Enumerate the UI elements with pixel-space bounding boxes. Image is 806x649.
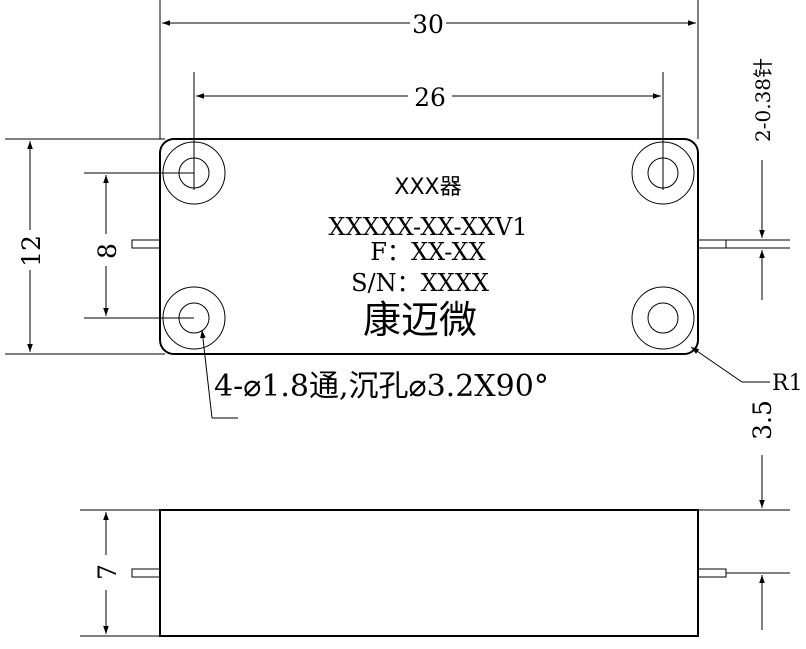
- pin-right: [697, 239, 727, 249]
- top-view: XXX器 XXXXX-XX-XXV1 F：XX-XX S/N：XXXX 康迈微 …: [5, 0, 803, 419]
- svg-text:3.5: 3.5: [748, 400, 777, 440]
- dim-overall-height: 12: [5, 138, 165, 355]
- side-view: 7 3.5: [80, 400, 790, 637]
- dim-body-thickness: 7: [80, 509, 165, 637]
- label-frequency: F：XX-XX: [370, 238, 485, 266]
- pin-left: [131, 239, 161, 249]
- module-side-outline: [159, 509, 699, 637]
- svg-text:2-0.38针: 2-0.38针: [751, 58, 775, 142]
- label-model: XXXXX-XX-XXV1: [328, 213, 527, 241]
- label-brand: 康迈微: [363, 298, 477, 342]
- dim-pin-offset: 3.5: [698, 400, 790, 630]
- side-pin-right: [697, 568, 727, 578]
- svg-text:8: 8: [93, 243, 122, 259]
- corner-radius-callout: R1: [690, 346, 803, 396]
- label-product: XXX器: [394, 175, 461, 200]
- svg-text:7: 7: [93, 564, 122, 580]
- mounting-hole-bottom-right: [631, 286, 695, 350]
- side-pin-left: [131, 568, 161, 578]
- hole-callout: 4-⌀1.8通,沉孔⌀3.2X90°: [200, 329, 549, 419]
- svg-text:12: 12: [17, 235, 46, 267]
- svg-text:26: 26: [414, 83, 446, 112]
- dim-hole-spacing: 26: [193, 72, 664, 190]
- svg-text:R1: R1: [772, 371, 803, 396]
- dim-hole-vertical-spacing: 8: [84, 172, 194, 319]
- hole-note: 4-⌀1.8通,沉孔⌀3.2X90°: [214, 369, 549, 404]
- dim-pin-spec: 2-0.38针: [726, 58, 790, 300]
- dim-overall-width: 30: [159, 0, 699, 139]
- svg-text:30: 30: [412, 10, 444, 39]
- label-serial: S/N：XXXX: [351, 269, 489, 297]
